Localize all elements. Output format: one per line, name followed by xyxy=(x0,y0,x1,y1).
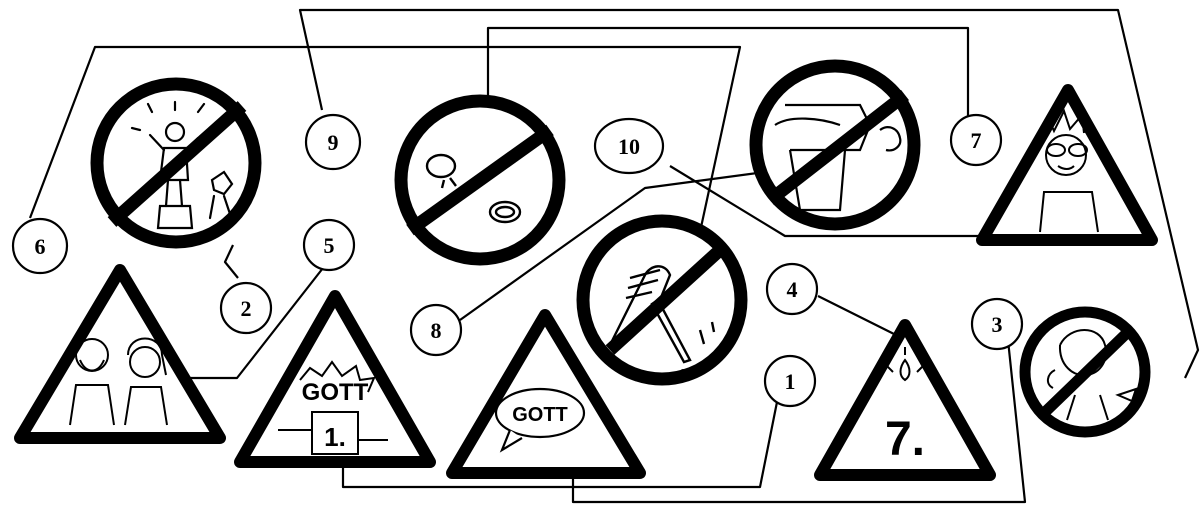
badge-5: 5 xyxy=(304,220,354,270)
prohibition-sign-theft xyxy=(756,66,914,224)
badge-7: 7 xyxy=(951,115,1001,165)
badge-2-label: 2 xyxy=(241,296,252,321)
badge-9: 9 xyxy=(306,115,360,169)
badge-3-label: 3 xyxy=(992,312,1003,337)
connector-4 xyxy=(818,296,900,337)
prohibition-sign-idol xyxy=(97,84,255,242)
badge-5-label: 5 xyxy=(324,233,335,258)
prohibition-sign-rings xyxy=(401,101,559,259)
connector-2 xyxy=(225,245,238,278)
badge-8-label: 8 xyxy=(431,318,442,343)
badge-9-label: 9 xyxy=(328,130,339,155)
badge-6: 6 xyxy=(13,219,67,273)
badge-10-label: 10 xyxy=(618,134,640,159)
gott-word: GOTT xyxy=(302,379,369,406)
first-place-number: 1. xyxy=(324,422,346,452)
badge-10: 10 xyxy=(595,119,663,173)
badge-1: 1 xyxy=(765,356,815,406)
badge-7-label: 7 xyxy=(971,128,982,153)
prohibition-sign-murder xyxy=(583,221,741,379)
prohibition-sign-false-witness xyxy=(1025,312,1145,432)
badge-4-label: 4 xyxy=(787,277,798,302)
badge-3: 3 xyxy=(972,299,1022,349)
badge-4: 4 xyxy=(767,264,817,314)
seventh-day-number: 7. xyxy=(885,413,925,466)
warning-sign-covet xyxy=(982,90,1152,240)
badge-1-label: 1 xyxy=(785,369,796,394)
speech-bubble-word: GOTT xyxy=(512,404,568,426)
badge-8: 8 xyxy=(411,305,461,355)
warning-sign-parents xyxy=(20,270,220,438)
warning-sign-sabbath: 7. xyxy=(820,325,990,475)
badge-6-label: 6 xyxy=(35,234,46,259)
badge-2: 2 xyxy=(221,283,271,333)
